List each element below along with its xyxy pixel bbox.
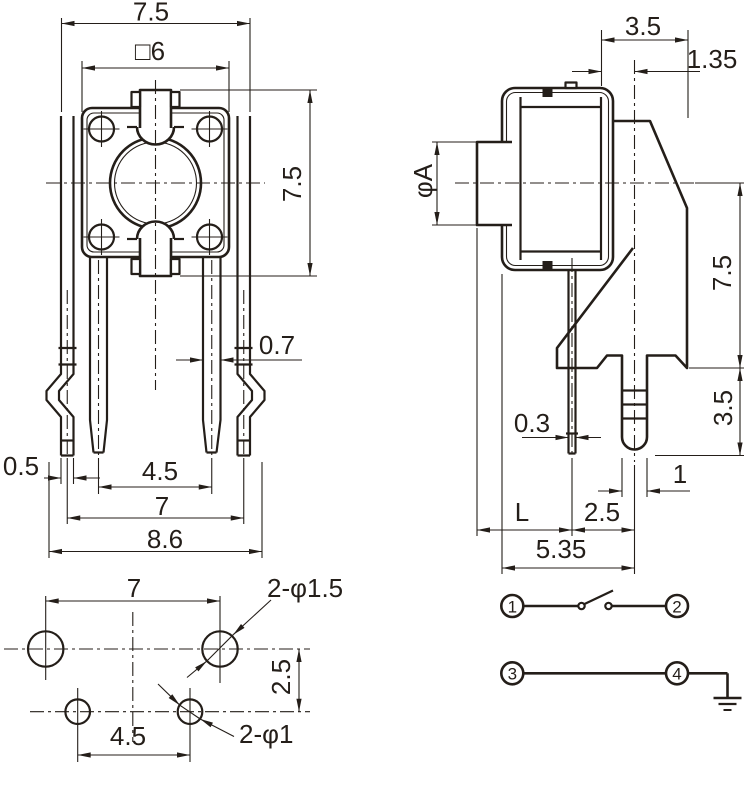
side-dim-center-to-base: 7.5 [707, 255, 737, 291]
schematic-contact-left [577, 601, 586, 611]
side-centerlines [455, 60, 695, 462]
side-dimension-lines [434, 37, 743, 571]
front-dim-overall-width: 8.6 [147, 524, 183, 554]
schematic-terminal-2: 2 [672, 597, 681, 616]
side-dim-top-depth: 3.5 [625, 11, 661, 41]
side-dim-pin-to-peg: 2.5 [584, 497, 620, 527]
front-dim-pin-width: 0.7 [259, 330, 295, 360]
side-dim-pin-thickness: 0.3 [514, 408, 550, 438]
schematic-contact-right [604, 601, 613, 611]
pcb-dim-small-hole-pitch: 4.5 [110, 721, 146, 751]
pcb-dim-row-offset: 2.5 [266, 659, 296, 695]
front-view: 7.5 □6 7.5 0.7 0.5 4.5 7 8.6 [3, 0, 317, 558]
pcb-label-small-holes: 2-φ1 [239, 719, 293, 749]
side-top-mark [542, 88, 553, 97]
front-centerlines [46, 80, 265, 455]
ground-symbol [713, 696, 742, 711]
side-dim-peg-offset: 1.35 [687, 44, 738, 74]
front-dim-inner-pin-pitch: 4.5 [142, 456, 178, 486]
schematic-terminal-1: 1 [508, 597, 517, 616]
pcb-label-large-holes: 2-φ1.5 [267, 573, 343, 603]
front-inner-pins [88, 257, 222, 454]
pcb-dim-hole-pitch: 7 [127, 573, 141, 603]
pcb-dimension-lines [45, 598, 302, 758]
pcb-view: 7 2-φ1.5 2.5 2-φ1 4.5 [4, 573, 343, 762]
front-dim-total-height: 7.5 [277, 166, 307, 202]
side-bottom-mark [542, 261, 553, 270]
side-dim-shaft-length: L [515, 497, 529, 527]
front-dim-total-width: 7.5 [133, 0, 169, 27]
pcb-hole-axes [45, 596, 221, 762]
side-body [500, 86, 615, 272]
schematic: 1 2 3 4 [499, 589, 742, 711]
front-dim-outer-pin-width: 0.5 [3, 451, 39, 481]
schematic-switch-lever [584, 589, 614, 605]
front-corner-rivets [83, 111, 228, 255]
side-dim-face-to-peg: 5.35 [536, 534, 587, 564]
schematic-terminal-4: 4 [672, 665, 681, 684]
pcb-centerlines [4, 612, 310, 742]
side-top-lug [564, 81, 578, 90]
schematic-wires [523, 604, 729, 698]
side-dim-shaft-diameter: φA [408, 163, 438, 198]
front-bottom-tab [127, 220, 184, 278]
schematic-terminal-circles [499, 593, 690, 686]
side-body-base [519, 97, 603, 260]
front-dimension-lines [44, 20, 313, 555]
side-dim-peg-width: 1 [673, 459, 687, 489]
schematic-terminal-3: 3 [508, 665, 517, 684]
side-view: 3.5 1.35 φA 7.5 3.5 0.3 1 L 2.5 5.35 [408, 11, 744, 574]
side-dim-peg-length: 3.5 [708, 390, 738, 426]
front-dim-outer-pin-pitch: 7 [155, 491, 169, 521]
side-shaft [475, 140, 512, 227]
side-bracket [555, 119, 689, 451]
front-dim-button-square: □6 [135, 36, 165, 66]
